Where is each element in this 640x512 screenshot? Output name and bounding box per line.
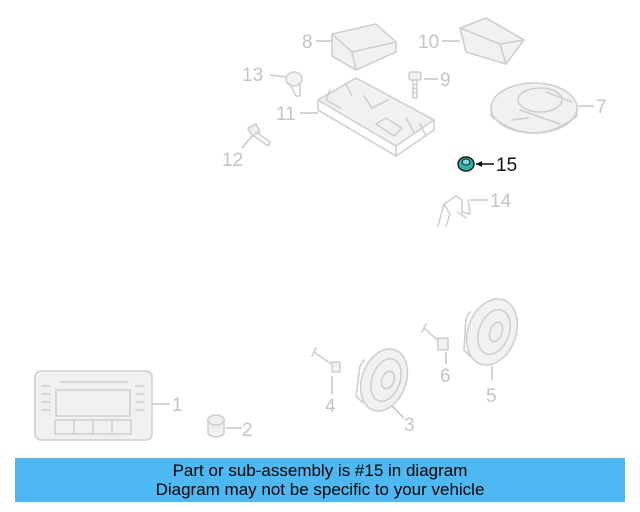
- callout-10: 10: [418, 32, 439, 53]
- leader-12: [241, 135, 253, 149]
- banner-line-1: Part or sub-assembly is #15 in diagram: [172, 461, 468, 480]
- callout-14: 14: [490, 191, 512, 212]
- callout-3: 3: [404, 415, 415, 436]
- part-4-screw: [311, 347, 341, 373]
- part-2-cylinder: [207, 414, 225, 438]
- part-12-bolt: [247, 123, 271, 147]
- callout-13: 13: [242, 65, 263, 86]
- banner-line-2: Diagram may not be specific to your vehi…: [155, 480, 485, 499]
- part-14-bracket: [437, 195, 471, 227]
- part-7-round-housing: [490, 82, 578, 134]
- leader-3: [391, 405, 405, 419]
- part-3-speaker: [355, 348, 409, 412]
- part-6-screw: [421, 323, 449, 351]
- part-1-radio: [34, 370, 153, 441]
- callout-9: 9: [440, 70, 451, 91]
- part-8-module: [331, 23, 397, 71]
- part-11-bracket: [317, 77, 435, 157]
- part-5-speaker: [463, 298, 519, 366]
- callout-11: 11: [276, 104, 296, 125]
- part-10-cover: [459, 17, 525, 65]
- part-15-nut: [457, 156, 475, 172]
- callout-4: 4: [325, 396, 336, 417]
- callout-2: 2: [242, 420, 253, 441]
- callout-15: 15: [496, 155, 517, 176]
- callout-5: 5: [486, 386, 497, 407]
- leader-13: [269, 74, 287, 78]
- callout-1: 1: [172, 395, 183, 416]
- callout-8: 8: [302, 32, 313, 53]
- part-13-rivet: [285, 71, 303, 97]
- callout-12: 12: [222, 150, 243, 171]
- callout-6: 6: [440, 366, 451, 387]
- callout-7: 7: [596, 97, 607, 118]
- part-9-bolt: [408, 71, 422, 99]
- info-banner: Part or sub-assembly is #15 in diagram D…: [15, 458, 625, 502]
